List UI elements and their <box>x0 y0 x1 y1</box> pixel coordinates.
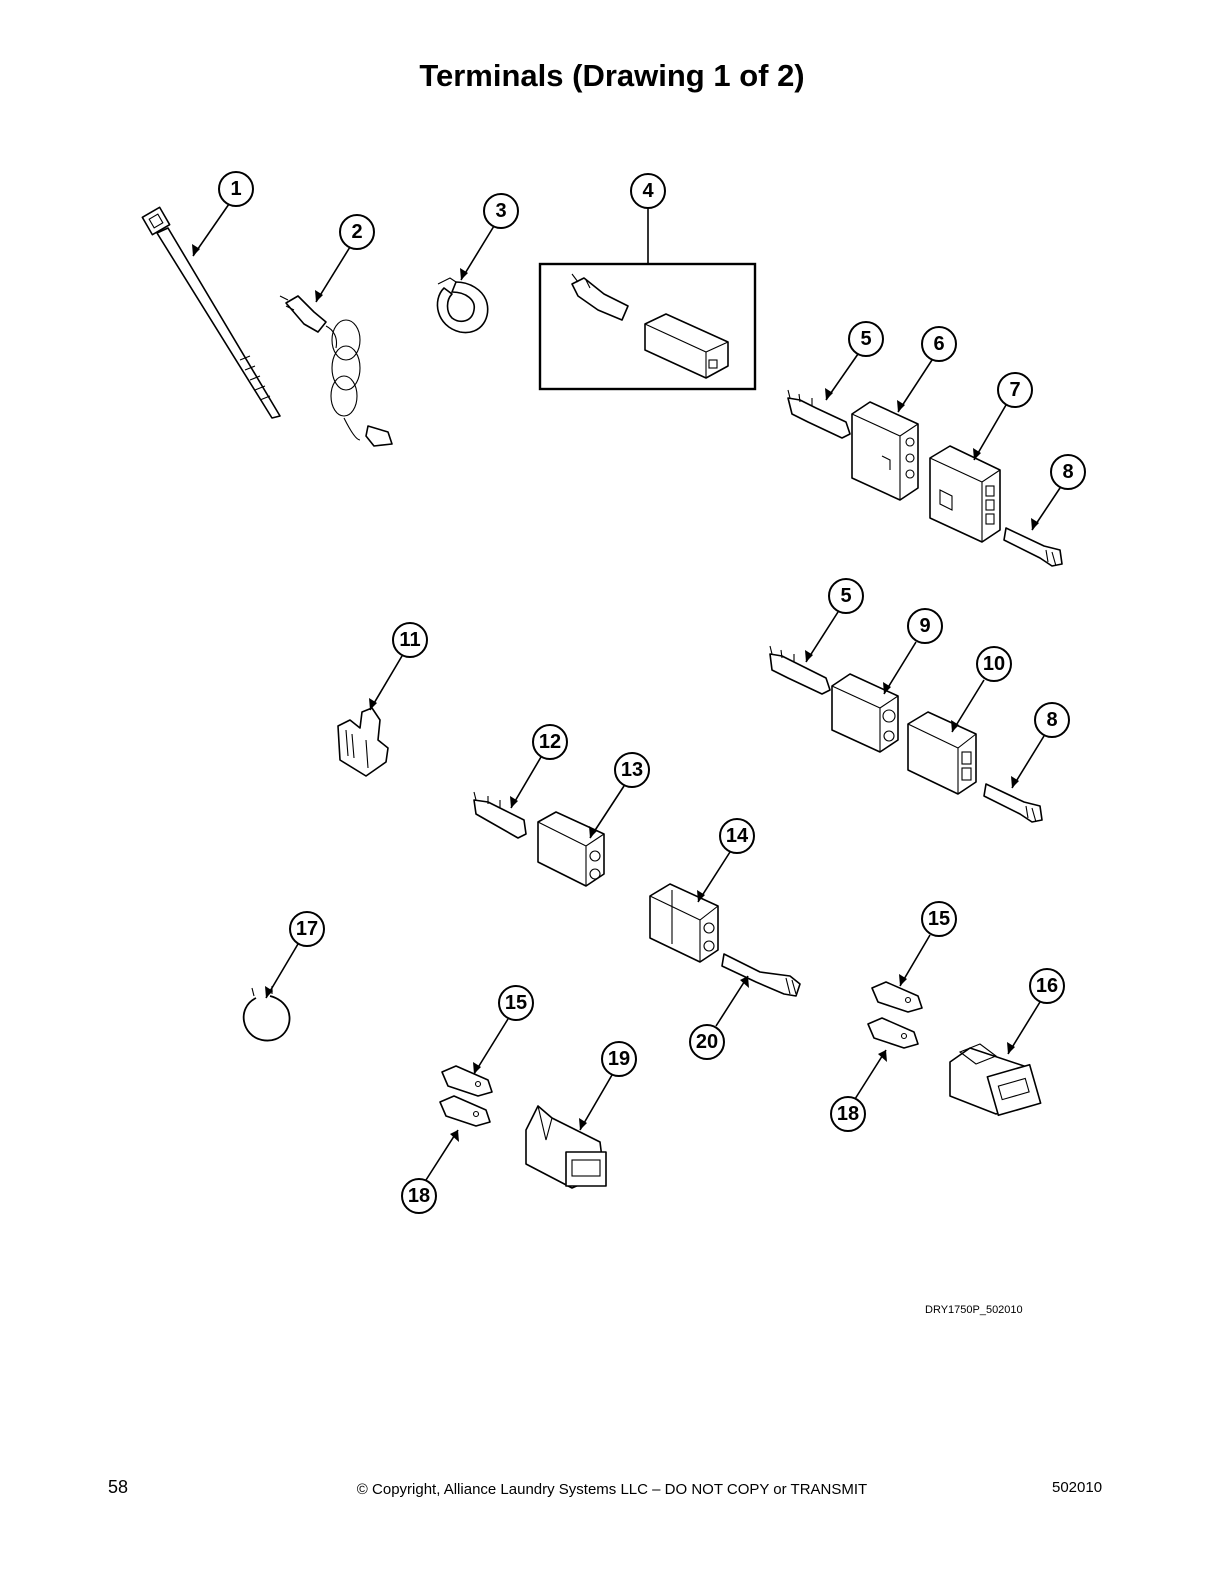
svg-text:13: 13 <box>621 759 643 781</box>
callout-balloon: 8 <box>1034 702 1070 738</box>
part-terminal-kit-box <box>538 262 757 391</box>
part-terminal-12 <box>473 791 527 839</box>
svg-text:9: 9 <box>919 615 930 637</box>
svg-text:18: 18 <box>408 1185 430 1207</box>
callout-balloon: 4 <box>630 173 666 209</box>
svg-text:12: 12 <box>539 731 561 753</box>
callout-balloon: 15 <box>921 901 957 937</box>
svg-text:1: 1 <box>230 178 241 200</box>
callout-balloon: 10 <box>976 646 1012 682</box>
svg-text:11: 11 <box>399 629 420 651</box>
svg-text:6: 6 <box>933 333 944 355</box>
part-connector-2-way <box>831 673 899 753</box>
document-number: 502010 <box>1052 1479 1103 1496</box>
leader-lines <box>192 203 1061 1181</box>
callout-balloon: 2 <box>339 214 375 250</box>
page-number: 58 <box>108 1477 129 1497</box>
callout-balloon: 20 <box>689 1024 725 1060</box>
callout-balloon: 9 <box>907 608 943 644</box>
part-pin-terminal-upper <box>787 389 851 439</box>
part-pin-terminal-lower <box>769 645 831 695</box>
svg-text:2: 2 <box>351 221 362 243</box>
svg-text:16: 16 <box>1036 975 1058 997</box>
callout-balloon: 8 <box>1050 454 1086 490</box>
svg-text:5: 5 <box>860 328 871 350</box>
svg-text:18: 18 <box>837 1103 859 1125</box>
callout-balloon: 11 <box>392 622 428 658</box>
page-title: Terminals (Drawing 1 of 2) <box>419 58 805 93</box>
callout-balloon: 7 <box>997 372 1033 408</box>
leader-arrowheads <box>192 244 1039 1142</box>
part-receptacle-3-way <box>929 445 1001 543</box>
callout-balloon: 16 <box>1029 968 1065 1004</box>
callout-balloon: 18 <box>830 1096 866 1132</box>
callout-balloon: 6 <box>921 326 957 362</box>
part-pin-20 <box>721 953 801 997</box>
callout-balloon: 15 <box>498 985 534 1021</box>
part-power-cord <box>279 295 393 447</box>
part-housing-19 <box>525 1105 607 1189</box>
svg-text:3: 3 <box>495 200 506 222</box>
svg-text:8: 8 <box>1046 709 1057 731</box>
svg-text:17: 17 <box>296 918 318 940</box>
drawing-id: DRY1750P_502010 <box>925 1304 1023 1316</box>
svg-text:10: 10 <box>983 653 1005 675</box>
callout-balloon: 1 <box>218 171 254 207</box>
svg-text:20: 20 <box>696 1031 718 1053</box>
callout-balloon: 3 <box>483 193 519 229</box>
svg-text:15: 15 <box>928 908 950 930</box>
part-terminal-pair-right <box>867 981 923 1049</box>
callout-balloon: 13 <box>614 752 650 788</box>
svg-text:7: 7 <box>1009 379 1020 401</box>
part-socket-terminal-lower <box>983 783 1043 823</box>
part-housing-16 <box>949 1043 1042 1117</box>
callout-balloon: 5 <box>828 578 864 614</box>
part-socket-terminal-upper <box>1003 527 1063 567</box>
callout-balloon: 17 <box>289 911 325 947</box>
callout-balloon: 5 <box>848 321 884 357</box>
part-terminal-pair-left <box>439 1065 493 1127</box>
svg-text:4: 4 <box>642 180 654 202</box>
callout-balloon: 19 <box>601 1041 637 1077</box>
svg-text:5: 5 <box>840 585 851 607</box>
part-housing-13 <box>537 811 605 887</box>
svg-text:15: 15 <box>505 992 527 1014</box>
copyright-notice: © Copyright, Alliance Laundry Systems LL… <box>356 1481 868 1498</box>
part-connector-3-way <box>851 401 919 501</box>
svg-text:8: 8 <box>1062 461 1073 483</box>
part-cable-tie <box>141 206 281 419</box>
part-hose-clamp <box>436 277 489 334</box>
part-housing-14 <box>649 883 719 963</box>
svg-text:14: 14 <box>726 825 749 847</box>
callout-balloon: 12 <box>532 724 568 760</box>
svg-text:19: 19 <box>608 1048 630 1070</box>
part-receptacle-2-way <box>907 711 977 795</box>
callout-balloon: 18 <box>401 1178 437 1214</box>
callout-balloon: 14 <box>719 818 755 854</box>
part-wire-clip <box>337 707 389 777</box>
